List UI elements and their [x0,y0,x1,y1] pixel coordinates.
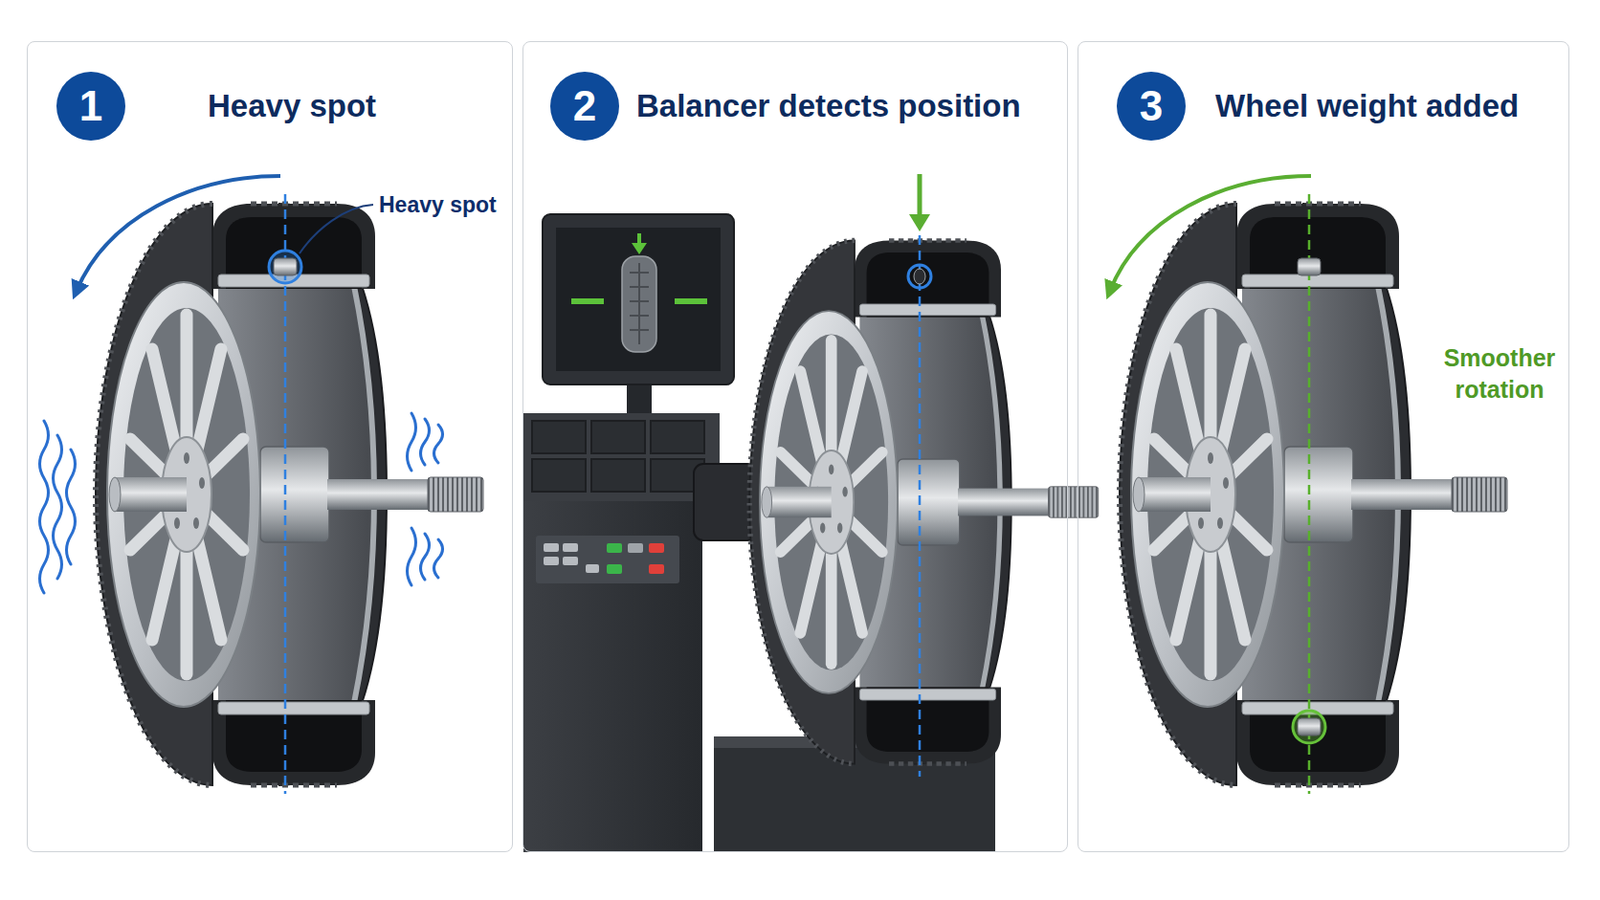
balancer-machine-part [523,413,720,502]
step-badge: 2 [549,70,621,142]
balancer-machine-part [674,298,708,305]
balancer-machine-part-part [562,556,578,566]
vibration-waves-part [53,435,63,579]
step-heading: Heavy spot [207,88,377,125]
balancer-machine-part [535,535,680,584]
step-panel: Wheel weight added 3 [1077,41,1570,853]
vibration-waves-part [434,539,444,578]
balancer-machine-part [622,256,657,353]
balancer-machine-part [627,543,644,554]
balancer-machine-part-part [650,421,705,454]
vibration-waves-part [40,421,49,594]
step-number: 2 [573,85,597,128]
vibration-waves-part [421,533,430,580]
balancer-machine-part [606,543,623,554]
wheel [95,203,484,786]
position-marker-part [908,265,932,289]
balancer-machine-part [648,543,665,554]
balancer-machine-part [523,501,703,853]
balancer-machine-part-part [543,556,559,566]
vibration-waves-part [407,413,417,471]
vibration-waves-part [407,528,417,586]
badge-circle [56,71,126,141]
center-line [1308,194,1312,795]
step-panel: Heavy spot 1 [26,41,513,853]
balancer-machine-part-part [638,263,641,345]
balancer-machine-part-part [562,543,578,553]
balancer-machine-part-part [591,421,645,454]
step-badge: 3 [1115,70,1187,142]
badge-circle [550,71,620,141]
balancer-machine-part-part [532,459,586,492]
balancer-machine-part [693,464,757,541]
note-label: Smoother rotation [1432,342,1567,405]
vibration-waves-part [66,449,76,565]
badge-circle [1116,71,1186,141]
balancer-machine-part [629,263,649,345]
position-marker [908,174,932,289]
wheel [1119,203,1508,786]
balancer-machine-part [626,382,652,418]
balancer-machine-part-part [532,421,586,454]
step-badge: 1 [55,70,127,142]
position-marker-part [913,268,926,285]
callout-label: Heavy spot [378,191,497,221]
balancer-machine-part [606,564,623,575]
heavy-spot-weight [268,250,302,284]
balancer-machine-part [555,227,721,372]
step-number: 1 [79,85,103,128]
center-line [918,235,922,778]
balancer-machine-part [542,214,734,385]
position-marker-part [917,174,923,219]
position-marker-part [909,214,931,232]
step-panel: Balancer detects position 2 [522,41,1068,853]
balance-weight [1292,711,1326,744]
heavy-spot-weight-part [268,250,302,284]
balancer-machine-part [532,421,705,492]
wheel [749,240,1098,764]
vibration-waves-part [421,419,430,466]
heavy-spot-weight-part [273,258,297,276]
heavy-spot-weight-part [1297,258,1321,276]
leader-line [299,204,374,254]
balancer-machine-part-part [585,564,600,574]
balancer-machine-part-part [543,543,559,553]
balancer-machine-part [543,543,600,574]
balancer-machine-part [648,564,665,575]
balancer-machine-part [571,298,604,305]
balance-weight-part [1292,711,1326,744]
balance-weight-part [1297,718,1321,736]
vibration-waves-part [434,424,444,464]
balancer-machine-part-part [591,459,645,492]
step-heading: Wheel weight added [1215,88,1519,125]
balancer-machine-part [631,243,647,255]
step-number: 3 [1139,85,1163,128]
step-heading: Balancer detects position [636,88,1022,125]
heavy-spot-weight [1297,258,1321,276]
